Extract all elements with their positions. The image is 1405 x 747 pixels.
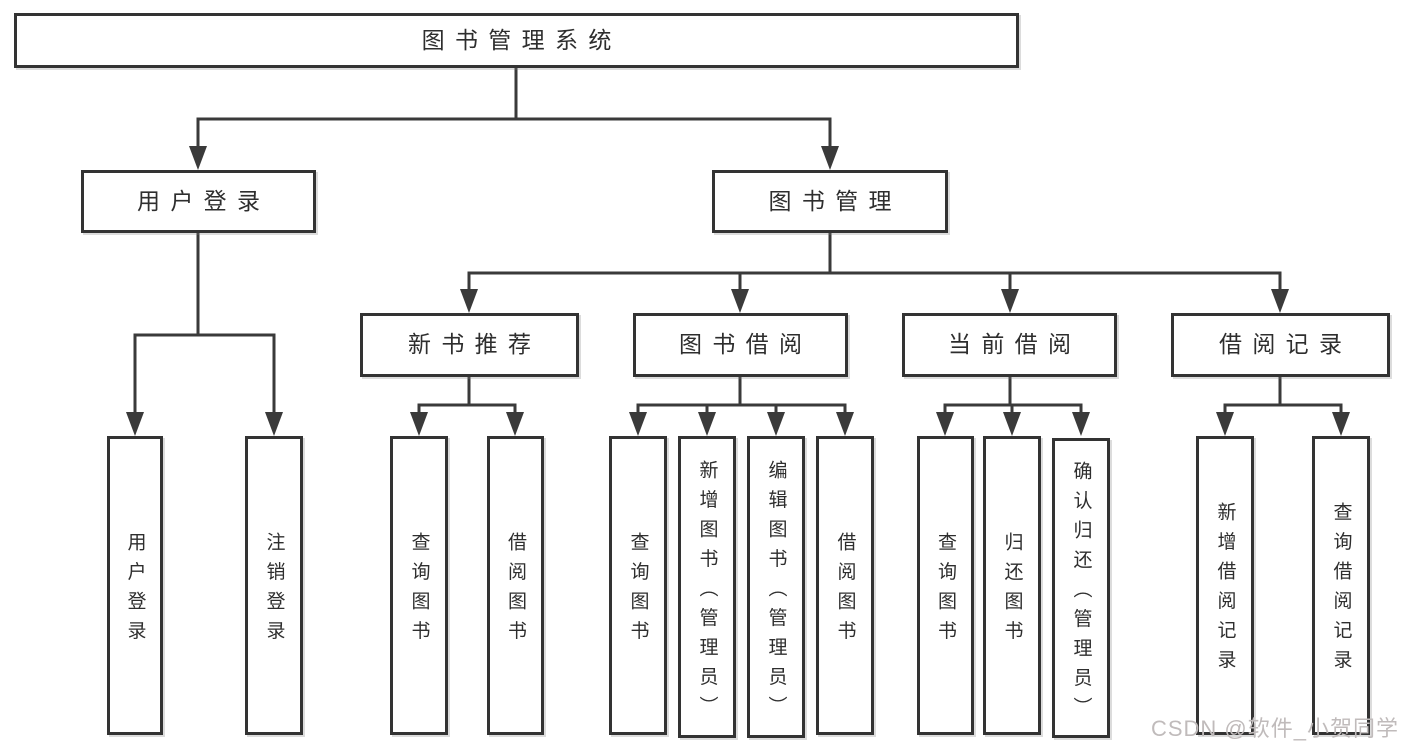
arrowhead-icon	[506, 412, 524, 436]
diagram-node-label: 新增图书（管理员）	[696, 459, 718, 725]
diagram-node-label: 借阅记录	[1218, 331, 1353, 358]
diagram-node-label: 当前借阅	[947, 331, 1082, 358]
arrowhead-icon	[1271, 289, 1289, 313]
diagram-node-label: 图书借阅	[678, 331, 813, 358]
diagram-node-current: 当前借阅	[902, 313, 1117, 377]
arrowhead-icon	[629, 412, 647, 436]
diagram-node-leaf-cur-return: 归还图书	[983, 436, 1041, 735]
arrowhead-icon	[265, 412, 283, 436]
diagram-node-label: 图书管理	[768, 187, 902, 214]
diagram-node-leaf-bw-borrow: 借阅图书	[816, 436, 874, 735]
diagram-node-root: 图书管理系统	[14, 13, 1019, 68]
diagram-node-label: 借阅图书	[834, 531, 856, 650]
arrowhead-icon	[1072, 412, 1090, 436]
diagram-node-label: 查询图书	[627, 531, 649, 650]
diagram-node-label: 用户登录	[124, 531, 146, 650]
diagram-node-label: 新书推荐	[407, 331, 542, 358]
arrowhead-icon	[698, 412, 716, 436]
diagram-node-borrow: 图书借阅	[633, 313, 848, 377]
connector-path-root	[196, 66, 832, 154]
arrowhead-icon	[936, 412, 954, 436]
diagram-node-leaf-rec-add: 新增借阅记录	[1196, 436, 1254, 735]
watermark: CSDN @软件_小贺同学	[1150, 716, 1399, 741]
diagram-node-leaf-cur-query: 查询图书	[917, 436, 974, 735]
connector-path-login	[133, 231, 276, 420]
diagram-node-label: 借阅图书	[505, 531, 526, 650]
diagram-node-label: 归还图书	[1001, 531, 1023, 650]
connector-path-borrow	[636, 375, 847, 420]
arrowhead-icon	[1003, 412, 1021, 436]
diagram-node-label: 编辑图书（管理员）	[765, 459, 787, 725]
diagram-node-leaf-bw-add: 新增图书（管理员）	[678, 436, 736, 738]
diagram-node-leaf-rec-query: 查询借阅记录	[1312, 436, 1370, 735]
diagram-node-leaf-bw-query: 查询图书	[609, 436, 667, 735]
arrowhead-icon	[821, 146, 839, 170]
diagram-node-leaf-logout: 注销登录	[245, 436, 303, 735]
diagram-node-records: 借阅记录	[1171, 313, 1390, 377]
diagram-node-login: 用户登录	[81, 170, 316, 233]
diagram-node-label: 用户登录	[136, 187, 271, 214]
diagram-node-leaf-user-login: 用户登录	[107, 436, 163, 735]
diagram-node-leaf-bw-edit: 编辑图书（管理员）	[747, 436, 805, 738]
diagram-node-leaf-nb-borrow: 借阅图书	[487, 436, 544, 735]
diagram-node-mgmt: 图书管理	[712, 170, 948, 233]
arrowhead-icon	[189, 146, 207, 170]
connector-path-mgmt	[467, 231, 1282, 297]
arrowhead-icon	[1216, 412, 1234, 436]
diagram-node-label: 新增借阅记录	[1214, 502, 1236, 680]
arrowhead-icon	[836, 412, 854, 436]
diagram-node-label: 查询图书	[935, 531, 956, 650]
arrowhead-icon	[731, 289, 749, 313]
diagram-node-label: 确认归还（管理员）	[1070, 460, 1092, 726]
diagram-node-label: 查询借阅记录	[1330, 502, 1352, 680]
arrowhead-icon	[410, 412, 428, 436]
diagram-node-leaf-nb-query: 查询图书	[390, 436, 448, 735]
diagram-node-label: 注销登录	[263, 531, 285, 650]
arrowhead-icon	[126, 412, 144, 436]
arrowhead-icon	[1001, 289, 1019, 313]
arrowhead-icon	[460, 289, 478, 313]
diagram-node-label: 查询图书	[408, 531, 430, 650]
connector-path-current	[943, 375, 1083, 420]
diagram-node-label: 图书管理系统	[421, 26, 622, 53]
connector-path-newbook	[417, 375, 517, 420]
arrowhead-icon	[1332, 412, 1350, 436]
diagram-node-newbook: 新书推荐	[360, 313, 579, 377]
arrowhead-icon	[767, 412, 785, 436]
diagram-node-leaf-cur-confirm: 确认归还（管理员）	[1052, 438, 1110, 738]
connector-path-records	[1223, 375, 1343, 420]
